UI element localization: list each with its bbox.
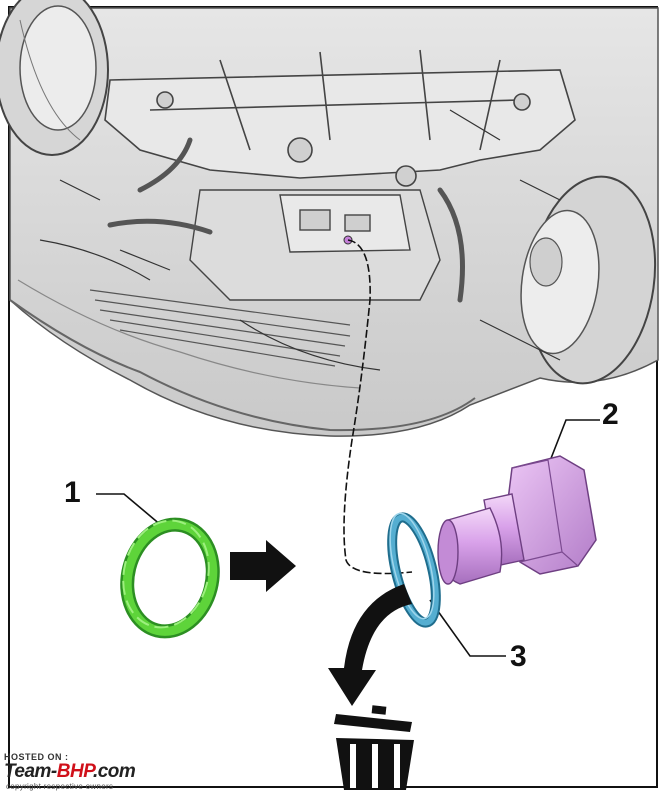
callout-2-leader — [547, 419, 600, 467]
drain-plug — [437, 455, 597, 585]
leader-lines — [96, 239, 600, 657]
watermark-brand-c: .com — [92, 761, 136, 782]
subframe — [104, 49, 576, 187]
watermark-brand: Team-BHP.com — [4, 761, 136, 783]
bumper-edge — [9, 299, 476, 432]
grille-slats — [89, 289, 351, 367]
callout-2: 2 — [602, 398, 619, 431]
watermark-copyright: copyright respective owners — [6, 782, 114, 791]
drain-location-leader — [343, 239, 413, 575]
hoses — [107, 137, 465, 303]
right-arrow-icon — [230, 540, 296, 592]
callout-3: 3 — [510, 640, 527, 673]
right-wheel — [520, 175, 657, 385]
callout-1-leader — [96, 493, 163, 527]
watermark-brand-a: Team- — [4, 761, 57, 782]
watermark-hosted-label: HOSTED ON : — [4, 752, 69, 762]
curved-arrow-icon — [328, 584, 412, 706]
new-sealing-ring — [120, 517, 220, 639]
engine-block — [189, 189, 441, 301]
car-underbody-illustration — [0, 0, 659, 437]
team-bhp-watermark: HOSTED ON : Team-BHP.com copyright respe… — [4, 752, 204, 792]
old-sealing-ring — [387, 512, 441, 628]
callout-1: 1 — [64, 476, 81, 509]
left-wheel — [0, 0, 109, 156]
callout-3-leader — [429, 599, 506, 657]
watermark-brand-b: BHP — [56, 761, 94, 782]
trash-bin-icon — [334, 705, 414, 790]
